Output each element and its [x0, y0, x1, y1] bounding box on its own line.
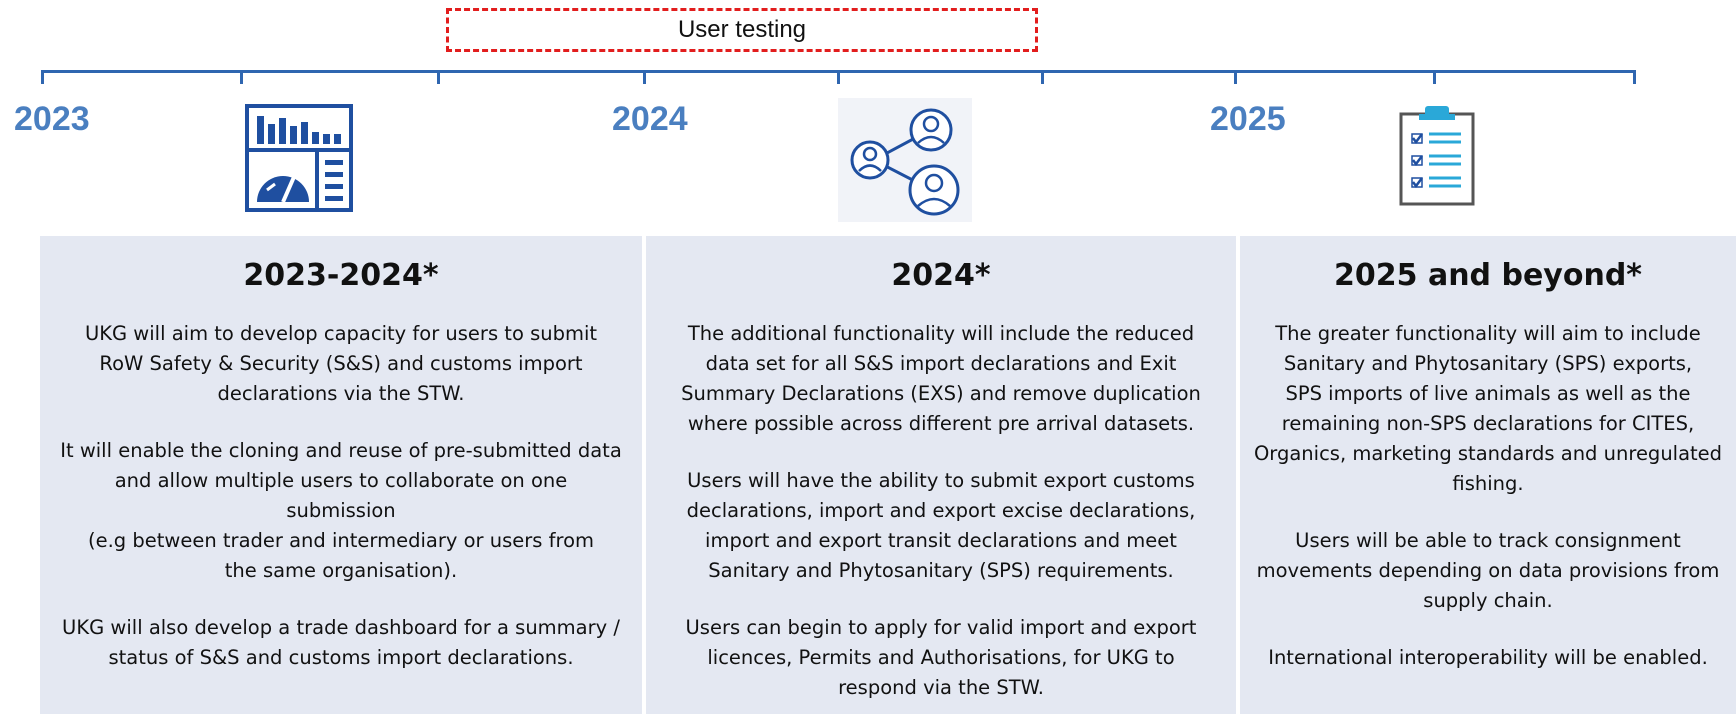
timeline-tick	[1234, 70, 1237, 84]
panel-title: 2024*	[891, 258, 991, 293]
checklist-icon	[1397, 104, 1477, 213]
panel-2024: 2024* The additional functionality will …	[646, 236, 1236, 714]
timeline-tick	[1041, 70, 1044, 84]
timeline-tick	[1633, 70, 1636, 84]
panel-paragraph: It will enable the cloning and reuse of …	[60, 439, 622, 582]
year-label-2024: 2024	[612, 100, 688, 138]
timeline-tick	[1433, 70, 1436, 84]
panel-paragraph: International interoperability will be e…	[1268, 646, 1708, 669]
timeline-tick	[837, 70, 840, 84]
panel-paragraph: Users will have the ability to submit ex…	[686, 469, 1196, 582]
panel-title: 2025 and beyond*	[1334, 258, 1642, 293]
panel-paragraph: UKG will also develop a trade dashboard …	[62, 616, 620, 669]
panel-title: 2023-2024*	[243, 258, 439, 293]
panel-paragraph: UKG will aim to develop capacity for use…	[84, 322, 598, 405]
timeline-tick	[41, 70, 44, 84]
panel-paragraph: Users can begin to apply for valid impor…	[685, 616, 1197, 699]
year-label-2023: 2023	[14, 100, 90, 138]
user-testing-box: User testing	[446, 8, 1038, 52]
timeline-tick	[643, 70, 646, 84]
panel-2023-2024: 2023-2024* UKG will aim to develop capac…	[40, 236, 642, 714]
user-testing-label: User testing	[677, 16, 807, 43]
collaboration-icon	[838, 98, 972, 227]
year-label-2025: 2025	[1210, 100, 1286, 138]
timeline-tick	[240, 70, 243, 84]
timeline-tick	[437, 70, 440, 84]
panel-paragraph: Users will be able to track consignment …	[1256, 529, 1720, 612]
panel-paragraph: The greater functionality will aim to in…	[1253, 322, 1723, 495]
panel-2025-and-beyond: 2025 and beyond* The greater functionali…	[1240, 236, 1736, 714]
panel-paragraph: The additional functionality will includ…	[681, 322, 1201, 435]
dashboard-icon	[245, 104, 353, 217]
